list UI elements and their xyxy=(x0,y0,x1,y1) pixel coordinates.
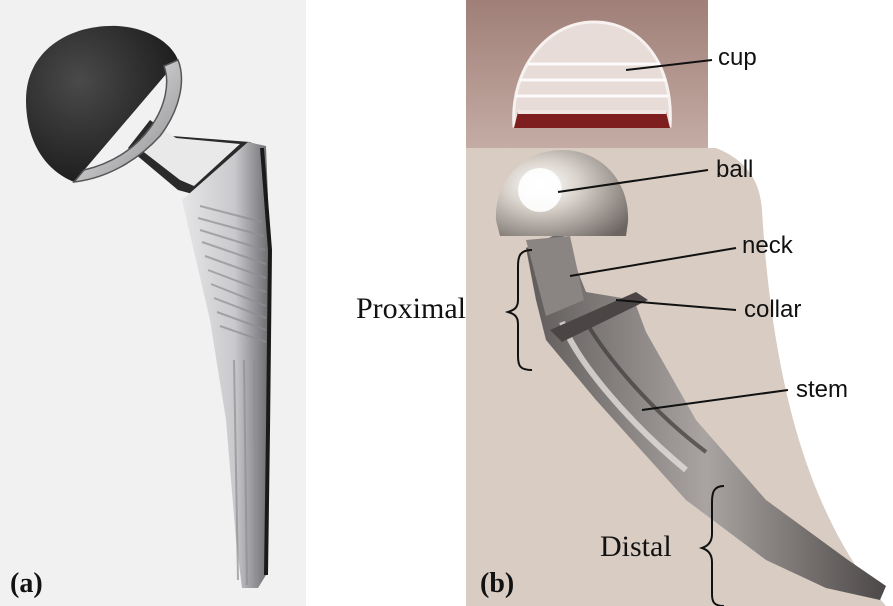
implant-b-illustration xyxy=(466,0,893,606)
distal-label: Distal xyxy=(600,530,672,564)
ball-label: ball xyxy=(716,156,753,184)
panel-a-implant-render: (a) xyxy=(0,0,306,606)
panel-b-labeled-implant: cup ball neck collar stem (b) xyxy=(466,0,893,606)
panel-b-label: (b) xyxy=(480,568,514,600)
stem-shape xyxy=(182,142,270,588)
neck-label: neck xyxy=(742,232,793,260)
proximal-label: Proximal xyxy=(356,292,466,326)
cup-label: cup xyxy=(718,44,757,72)
stem-label: stem xyxy=(796,376,848,404)
implant-a-illustration xyxy=(0,0,306,606)
collar-label: collar xyxy=(744,296,801,324)
panel-a-label: (a) xyxy=(10,568,43,600)
